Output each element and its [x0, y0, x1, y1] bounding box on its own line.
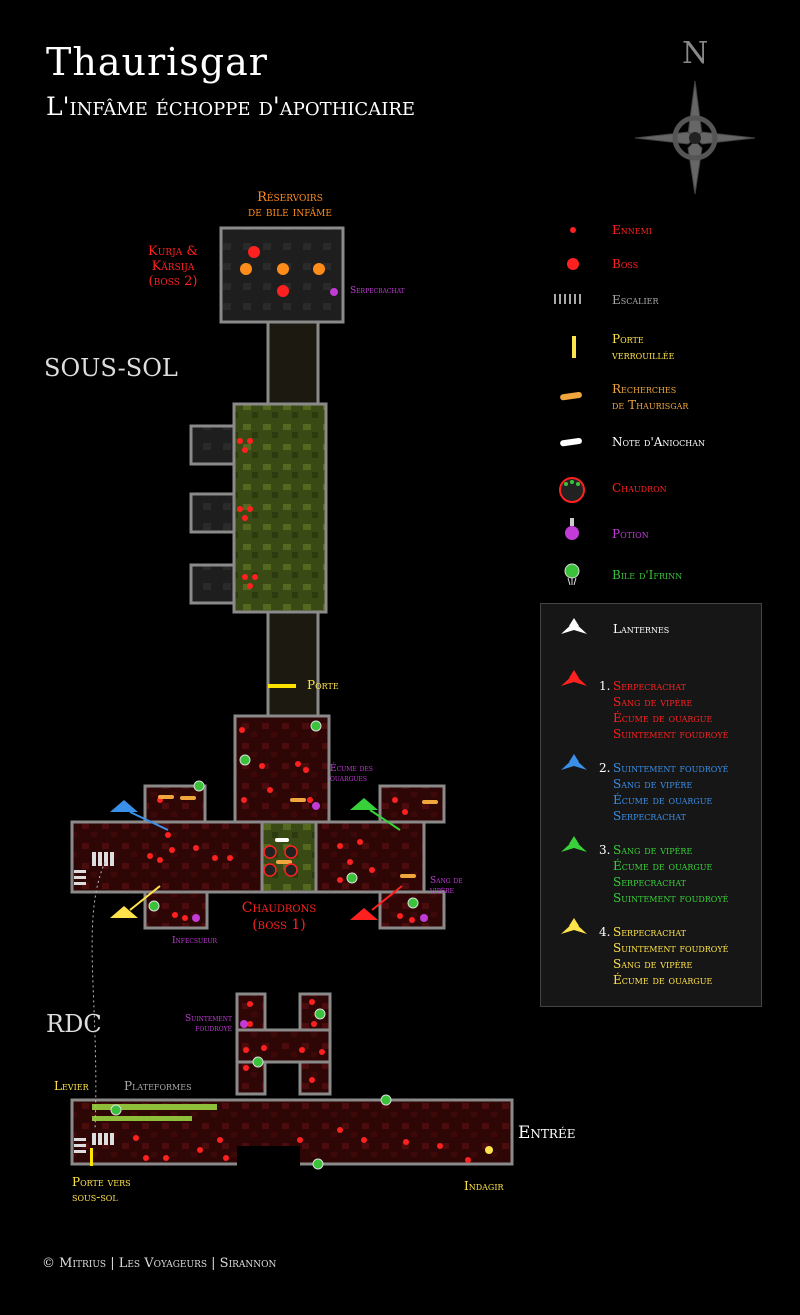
- compass: N: [630, 36, 760, 196]
- label-serpecrachat: Serpecrachat: [350, 286, 405, 296]
- note-icon: [560, 438, 582, 447]
- floor-label-ground: RDC: [46, 1010, 102, 1038]
- locked-door-ground: [90, 1148, 93, 1166]
- lantern-white-icon: [561, 618, 587, 634]
- map-title: Thaurisgar: [46, 40, 268, 84]
- label-sang-vipere: Sang de vipère: [430, 876, 463, 896]
- lantern-4-item: Suintement foudroyé: [613, 941, 729, 955]
- legend-label-enemy: Ennemi: [612, 223, 652, 237]
- boss-dot-icon: [567, 258, 579, 270]
- lantern-2-item: Sang de vipère: [613, 777, 693, 791]
- locked-door-icon: [572, 336, 576, 358]
- label-ecume: Écume des ouargues: [330, 764, 373, 784]
- lantern-4-list: Serpecrachat Suintement foudroyé Sang de…: [613, 924, 728, 988]
- label-infecsueur: Infecsueur: [172, 936, 218, 946]
- cauldron-hall-horizontal: [70, 820, 426, 894]
- legend-label-stairs: Escalier: [612, 293, 659, 307]
- ground-floorplan: [70, 992, 514, 1168]
- bile-icon: [564, 563, 580, 586]
- legend-label-scroll: Recherches de Thaurisgar: [612, 382, 689, 412]
- lanterns-legend: Lanternes 1. Serpecrachat Sang de vipère…: [540, 603, 762, 1007]
- boss-markers: [240, 246, 325, 297]
- floor-label-basement: SOUS-SOL: [44, 354, 178, 382]
- green-hall-alcove-3: [189, 563, 236, 605]
- lantern-2-number: 2.: [599, 761, 611, 775]
- lantern-blue-icon: [561, 754, 587, 770]
- lantern-1-item: Écume de ouargue: [613, 711, 713, 725]
- credits-footer: © Mitrius | Les Voyageurs | Sirannon: [42, 1256, 277, 1271]
- platforms: [92, 1104, 217, 1121]
- locked-door-basement: [268, 684, 296, 688]
- green-hall-alcove-2: [189, 492, 236, 534]
- lantern-1-item: Serpecrachat: [613, 679, 687, 693]
- cauldron-icon: [559, 477, 585, 503]
- lantern-3-number: 3.: [599, 843, 611, 857]
- lantern-1-number: 1.: [599, 679, 611, 693]
- label-indagir: Indagir: [464, 1179, 504, 1193]
- lantern-4-item: Sang de vipère: [613, 957, 693, 971]
- lantern-yellow-icon: [561, 918, 587, 934]
- compass-rose-icon: [634, 80, 756, 195]
- map-subtitle: L'infâme échoppe d'apothicaire: [46, 92, 416, 121]
- lanterns-title: Lanternes: [613, 622, 670, 636]
- npc-indagir: [485, 1146, 493, 1154]
- stairs-icon: [74, 852, 114, 1153]
- lantern-2-list: Suintement foudroyé Sang de vipère Écume…: [613, 760, 728, 824]
- scroll-icon: [560, 392, 582, 401]
- legend-label-note: Note d'Aniochan: [612, 435, 706, 449]
- label-reservoirs: Réservoirs de bile infâme: [248, 190, 332, 220]
- label-porte: Porte: [307, 678, 339, 692]
- green-hall-alcove-1: [189, 424, 236, 466]
- west-wing: [143, 784, 207, 824]
- rdc-north-bridge: [235, 1028, 332, 1064]
- lantern-red-icon: [561, 670, 587, 686]
- lantern-2-item: Serpecrachat: [613, 809, 687, 823]
- lantern-markers: [110, 798, 403, 920]
- lantern-4-item: Serpecrachat: [613, 925, 687, 939]
- reservoir-room: [219, 226, 345, 324]
- lantern-2-item: Suintement foudroyé: [613, 761, 729, 775]
- scroll-markers: [158, 795, 438, 878]
- label-plateformes: Plateformes: [124, 1079, 192, 1093]
- basement-corridor-south: [266, 610, 320, 720]
- legend: Ennemi Boss Escalier Porte verrouillée R…: [540, 210, 780, 600]
- lantern-4-number: 4.: [599, 925, 611, 939]
- lantern-green-icon: [561, 836, 587, 852]
- lantern-2-item: Écume de ouargue: [613, 793, 713, 807]
- label-boss2: Kurja & Kärsija (boss 2): [148, 244, 198, 289]
- note-marker: [275, 838, 289, 842]
- lantern-3-item: Écume de ouargue: [613, 859, 713, 873]
- label-levier: Levier: [54, 1079, 89, 1093]
- legend-label-boss: Boss: [612, 257, 639, 271]
- label-entree: Entrée: [518, 1123, 576, 1143]
- lantern-3-item: Serpecrachat: [613, 875, 687, 889]
- lantern-4-item: Écume de ouargue: [613, 973, 713, 987]
- legend-label-cauldron: Chaudron: [612, 481, 667, 495]
- east-wing: [378, 784, 446, 824]
- enemy-markers: [133, 438, 471, 1163]
- lantern-3-list: Sang de vipère Écume de ouargue Serpecra…: [613, 842, 728, 906]
- label-porte-sous-sol: Porte vers sous-sol: [72, 1175, 131, 1204]
- lantern-3-item: Sang de vipère: [613, 843, 693, 857]
- bile-markers: [110, 720, 419, 1170]
- cauldron-markers: [263, 845, 298, 877]
- legend-label-potion: Potion: [612, 527, 649, 541]
- legend-label-bile: Bile d'Ifrinn: [612, 568, 683, 582]
- rdc-south-gap: [237, 1146, 300, 1168]
- basement-corridor-north: [266, 320, 320, 408]
- compass-north-label: N: [682, 36, 709, 71]
- lantern-1-item: Suintement foudroyé: [613, 727, 729, 741]
- label-suintement: Suintement foudroyé: [185, 1014, 232, 1034]
- stairs-connector: [91, 861, 106, 1131]
- enemy-dot-icon: [570, 227, 576, 233]
- lantern-1-item: Sang de vipère: [613, 695, 693, 709]
- potion-icon: [565, 518, 579, 540]
- lantern-3-item: Suintement foudroyé: [613, 891, 729, 905]
- lantern-1-list: Serpecrachat Sang de vipère Écume de oua…: [613, 678, 728, 742]
- label-chaudrons: Chaudrons (boss 1): [241, 900, 317, 933]
- potion-markers: [192, 288, 428, 1028]
- stairs-icon: [554, 294, 581, 304]
- legend-label-locked-door: Porte verrouillée: [612, 332, 675, 362]
